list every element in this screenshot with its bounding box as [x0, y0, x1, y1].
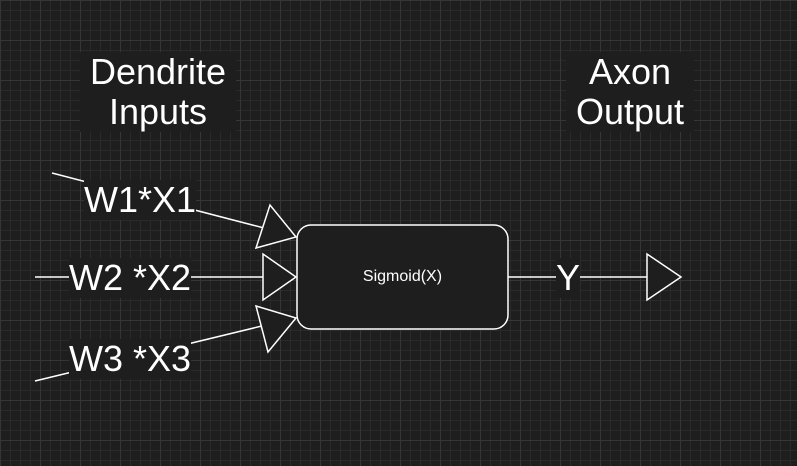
input-arrow-1	[254, 203, 298, 250]
input-arrow-3	[254, 304, 298, 354]
input-label-1: W1*X1	[84, 179, 197, 220]
axon-heading-line-1: Axon	[588, 51, 672, 92]
input-label-3: W3 *X3	[69, 338, 192, 379]
output-label: Y	[556, 257, 581, 298]
output-arrow	[646, 252, 683, 302]
dendrite-heading-line-1: Dendrite	[89, 51, 227, 92]
dendrite-heading-line-2: Inputs	[108, 91, 208, 132]
sigmoid-node-label: Sigmoid(X)	[362, 268, 443, 285]
dendrite-inputs-heading: Dendrite Inputs	[80, 52, 236, 132]
axon-output-heading: Axon Output	[566, 52, 694, 132]
input-arrow-2	[262, 252, 298, 302]
axon-heading-line-2: Output	[575, 91, 685, 132]
input-label-2: W2 *X2	[69, 257, 192, 298]
